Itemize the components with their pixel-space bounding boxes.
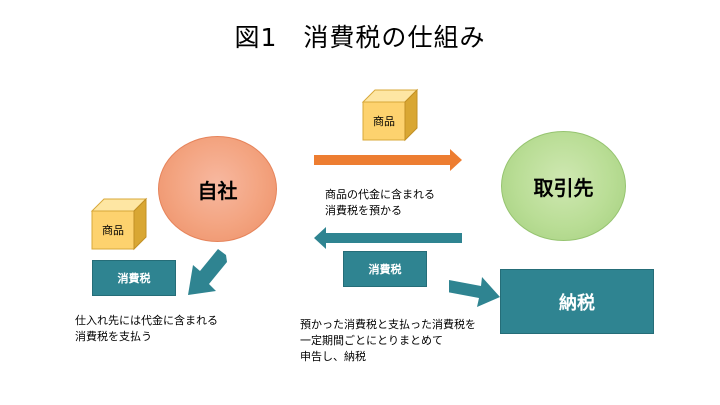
bottom-caption-line: 一定期間ごとにとりまとめて — [300, 334, 443, 347]
tax-box-middle: 消費税 — [343, 251, 427, 287]
tax-box-middle-label: 消費税 — [368, 263, 402, 276]
client-circle: 取引先 — [501, 131, 626, 241]
bottom-caption: 預かった消費税と支払った消費税を 一定期間ごとにとりまとめて 申告し、納税 — [300, 317, 476, 365]
tax-box-left-label: 消費税 — [117, 272, 151, 285]
middle-caption: 商品の代金に含まれる 消費税を預かる — [325, 187, 435, 219]
goods-cube-left — [90, 197, 148, 251]
bottom-caption-line: 預かった消費税と支払った消費税を — [300, 318, 476, 331]
tax-flow-arrow — [314, 227, 462, 249]
middle-caption-line: 消費税を預かる — [325, 204, 402, 217]
client-label: 取引先 — [533, 175, 594, 200]
company-label: 自社 — [197, 178, 238, 203]
tax-box-left: 消費税 — [92, 260, 176, 296]
pay-tax-arrow — [188, 249, 227, 295]
goods-label-left: 商品 — [102, 224, 124, 237]
page-title: 図1 消費税の仕組み — [234, 23, 486, 52]
left-caption-line: 仕入れ先には代金に含まれる — [75, 314, 218, 327]
left-caption: 仕入れ先には代金に含まれる 消費税を支払う — [75, 313, 218, 345]
company-circle: 自社 — [158, 136, 277, 242]
left-caption-line: 消費税を支払う — [75, 330, 152, 343]
goods-flow-arrow — [314, 149, 462, 171]
file-tax-arrow — [449, 277, 500, 307]
goods-label-top: 商品 — [373, 115, 395, 128]
goods-cube-top — [361, 88, 419, 142]
tax-payment-box: 納税 — [500, 269, 654, 334]
tax-payment-label: 納税 — [559, 292, 595, 314]
bottom-caption-line: 申告し、納税 — [300, 350, 366, 363]
middle-caption-line: 商品の代金に含まれる — [325, 188, 435, 201]
